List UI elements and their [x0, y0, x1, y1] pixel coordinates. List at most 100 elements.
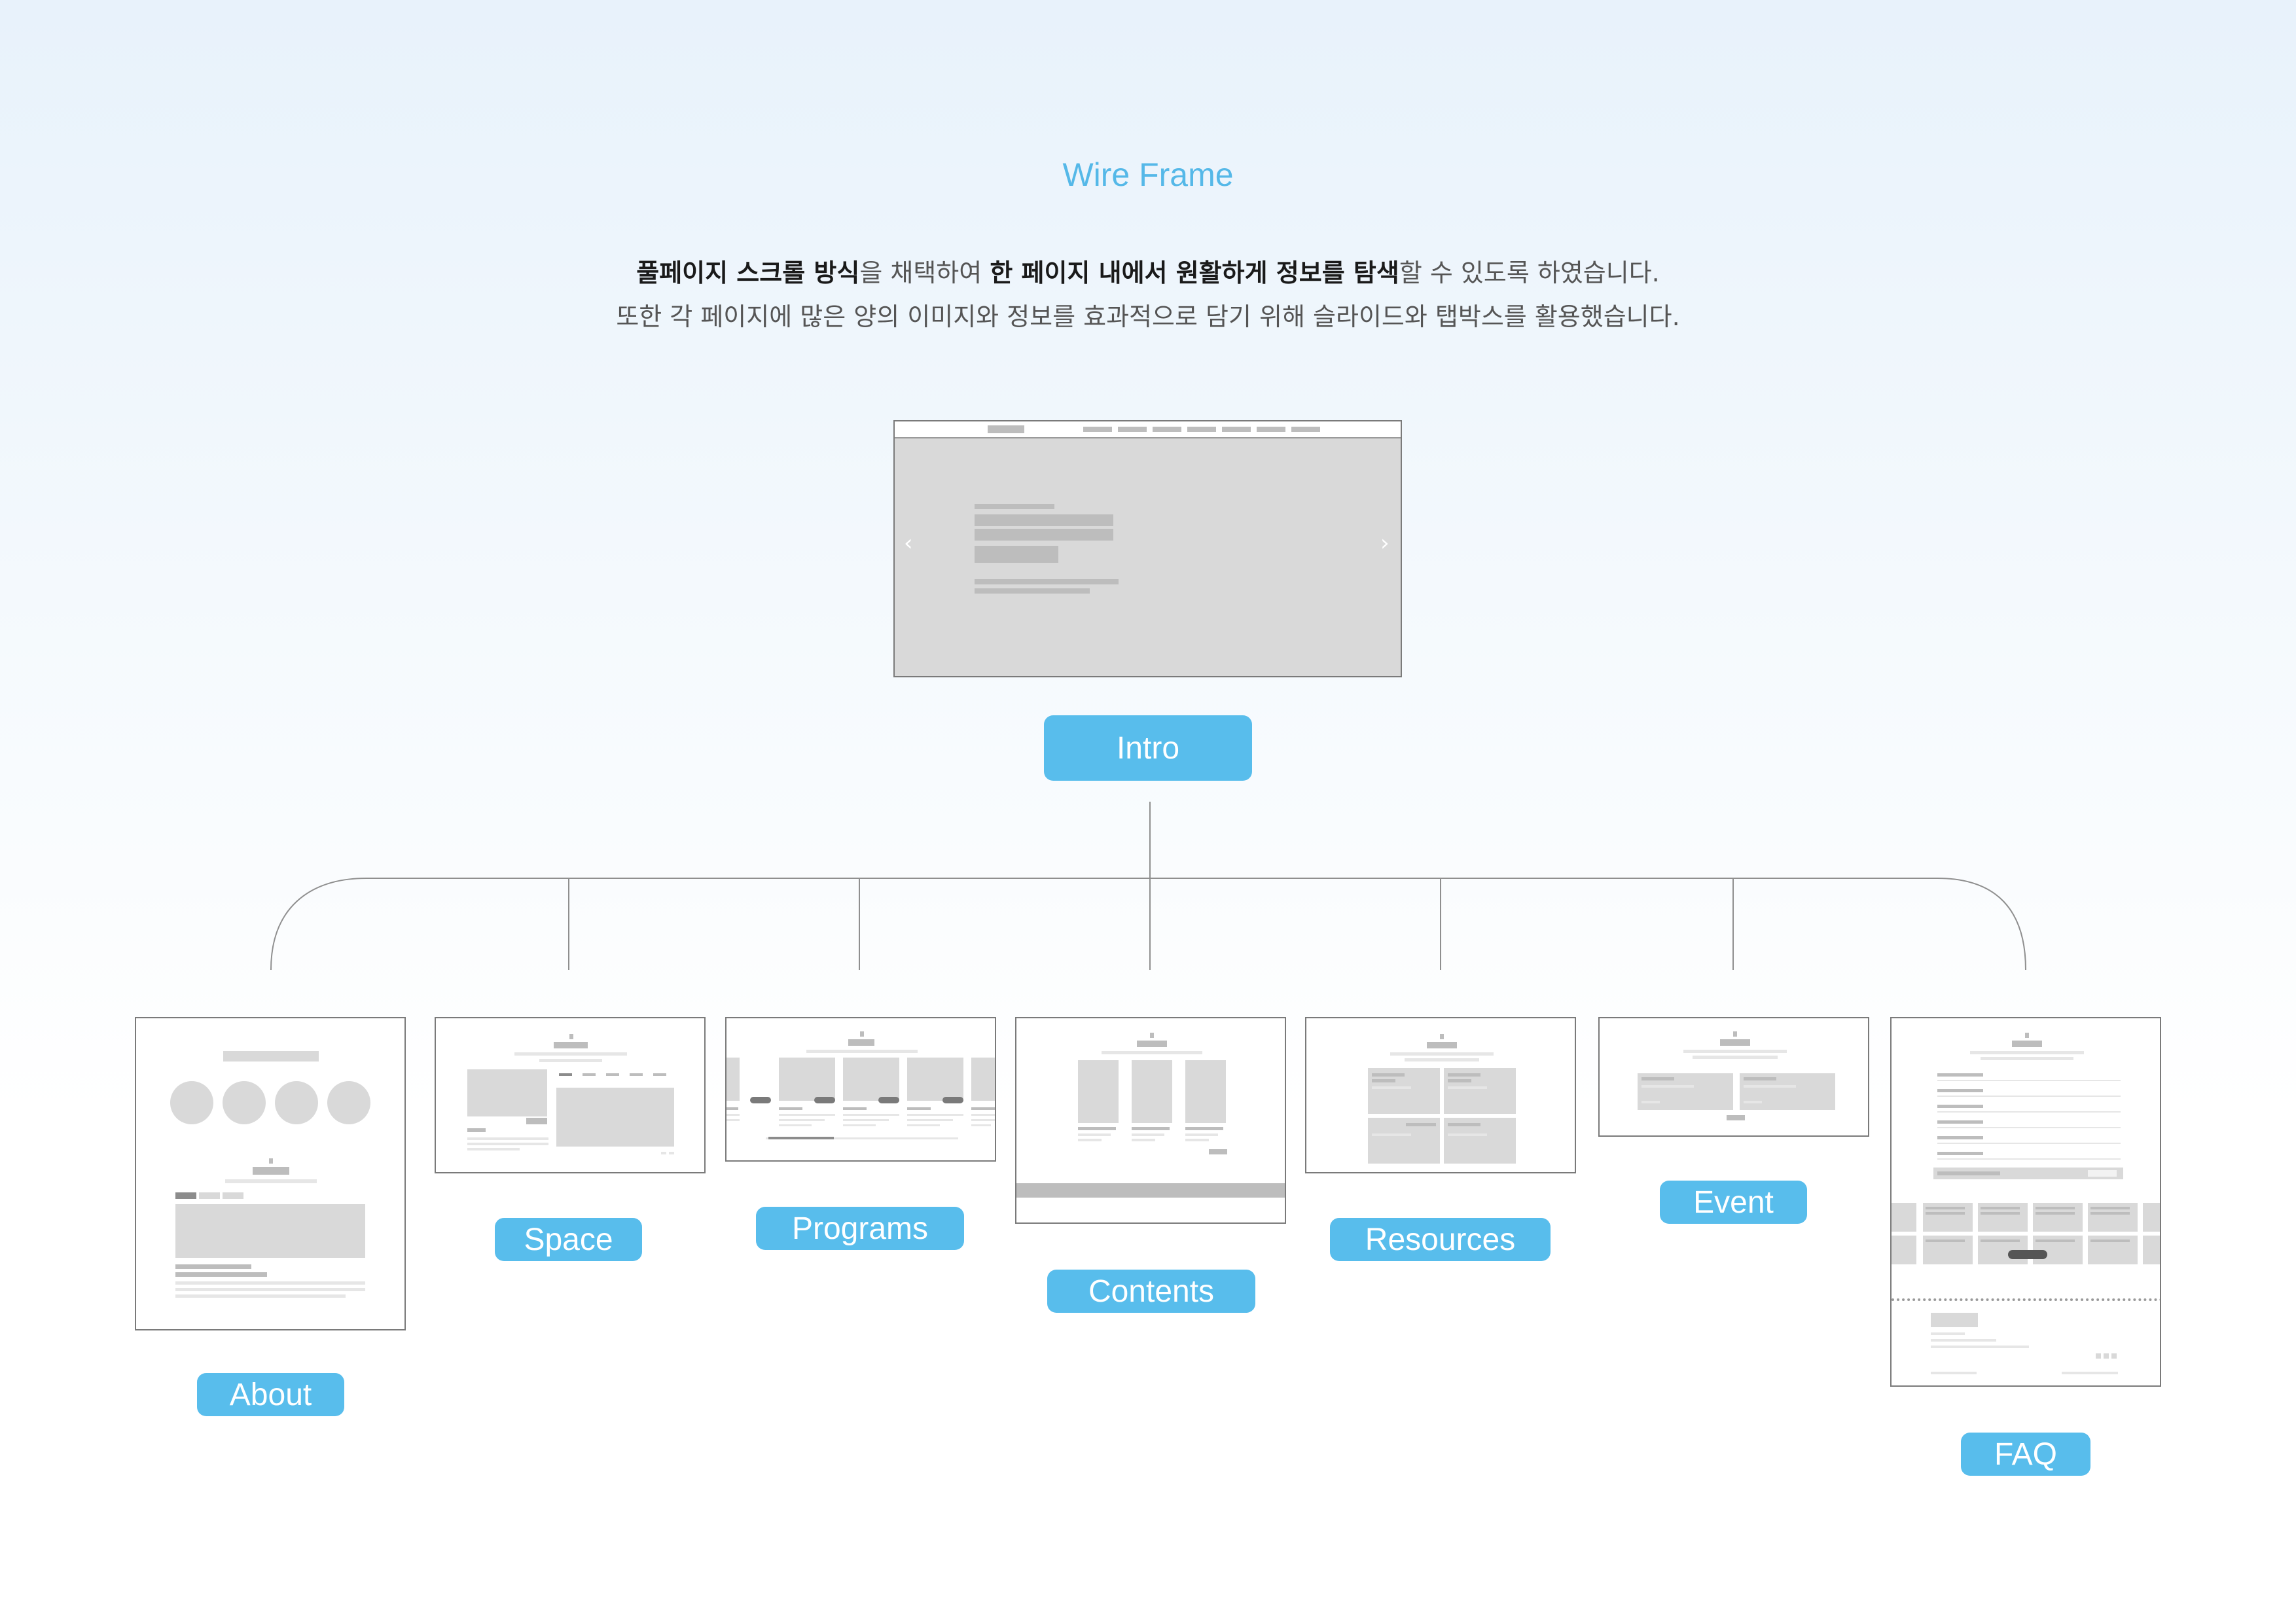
button-placeholder	[526, 1118, 547, 1124]
text-placeholder	[1448, 1086, 1487, 1089]
text-placeholder	[175, 1272, 267, 1277]
card-image-placeholder	[971, 1058, 995, 1101]
text-placeholder	[843, 1114, 899, 1116]
text-placeholder	[1931, 1339, 1996, 1342]
connector-bus	[270, 878, 2026, 971]
text-placeholder	[1937, 1171, 2000, 1175]
nav-placeholder	[1153, 427, 1181, 432]
logo-placeholder	[988, 425, 1024, 433]
text-placeholder	[467, 1128, 486, 1132]
text-placeholder	[1448, 1123, 1480, 1126]
text-placeholder	[1185, 1127, 1223, 1130]
text-placeholder	[971, 1107, 995, 1110]
heading-placeholder	[554, 1042, 588, 1048]
faq-question-placeholder	[1937, 1105, 1983, 1108]
text-placeholder	[1641, 1077, 1674, 1080]
text-placeholder	[1744, 1077, 1776, 1080]
heading-placeholder	[848, 1039, 874, 1046]
contents-wireframe	[1015, 1017, 1286, 1224]
text-placeholder	[843, 1107, 867, 1110]
text-placeholder	[907, 1107, 931, 1110]
search-bar-placeholder	[1933, 1168, 2123, 1179]
text-placeholder	[1926, 1240, 1965, 1242]
text-placeholder	[1372, 1073, 1405, 1077]
nav-placeholder	[1291, 427, 1320, 432]
faq-question-placeholder	[1937, 1152, 1983, 1155]
text-placeholder	[2090, 1207, 2130, 1209]
image-placeholder	[556, 1088, 674, 1147]
heading-placeholder	[1427, 1042, 1457, 1048]
card-placeholder	[1892, 1236, 1916, 1264]
button-placeholder	[1727, 1115, 1745, 1120]
text-placeholder	[2090, 1212, 2130, 1215]
node-intro-label: Intro	[1044, 715, 1252, 781]
text-placeholder	[2036, 1212, 2075, 1215]
tab-placeholder	[199, 1192, 220, 1199]
card-placeholder	[2143, 1203, 2160, 1232]
text-placeholder	[1132, 1133, 1164, 1136]
tab-placeholder	[175, 1192, 196, 1199]
heading-placeholder	[1137, 1041, 1167, 1047]
icon-placeholder	[1150, 1033, 1154, 1038]
text-placeholder	[1185, 1139, 1209, 1141]
icon-placeholder	[2096, 1353, 2101, 1359]
description-line-1: 풀페이지 스크롤 방식을 채택하여 한 페이지 내에서 원활하게 정보를 탐색할…	[0, 253, 2296, 289]
icon-placeholder	[1440, 1034, 1444, 1039]
text-placeholder	[1744, 1101, 1762, 1103]
description-line-2: 또한 각 페이지에 많은 양의 이미지와 정보를 효과적으로 담기 위해 슬라이…	[616, 302, 1680, 331]
text-placeholder	[1926, 1212, 1965, 1215]
nav-placeholder	[1222, 427, 1251, 432]
button-placeholder	[750, 1097, 771, 1103]
card-image-placeholder	[779, 1058, 835, 1101]
button-placeholder	[942, 1097, 963, 1103]
divider-placeholder	[1937, 1127, 2121, 1128]
card-image-placeholder	[907, 1058, 963, 1101]
text-placeholder	[1448, 1079, 1471, 1082]
text-placeholder	[467, 1148, 520, 1150]
card-image-placeholder	[1185, 1060, 1226, 1123]
button-placeholder	[1209, 1149, 1227, 1154]
tab-placeholder	[653, 1073, 666, 1076]
desc-emphasis-1: 풀페이지 스크롤 방식	[636, 259, 860, 287]
heading-placeholder	[975, 514, 1113, 526]
text-placeholder	[1185, 1133, 1218, 1136]
node-contents-label: Contents	[1047, 1270, 1255, 1313]
button-placeholder	[814, 1097, 835, 1103]
text-placeholder	[1981, 1212, 2020, 1215]
text-placeholder	[779, 1124, 812, 1126]
text-placeholder	[1931, 1372, 1977, 1374]
text-placeholder	[1926, 1207, 1965, 1209]
icon-placeholder	[1733, 1031, 1737, 1037]
faq-question-placeholder	[1937, 1136, 1983, 1139]
desc-emphasis-2: 한 페이지 내에서 원활하게 정보를 탐색	[990, 259, 1399, 287]
image-placeholder	[175, 1204, 365, 1258]
text-placeholder	[2036, 1207, 2075, 1209]
text-placeholder	[726, 1114, 740, 1116]
text-placeholder	[1693, 1056, 1778, 1059]
scrollbar-thumb-placeholder	[768, 1137, 834, 1139]
node-about-label: About	[197, 1373, 344, 1416]
text-placeholder	[514, 1052, 627, 1056]
text-placeholder	[175, 1294, 346, 1298]
text-placeholder	[726, 1107, 738, 1110]
text-placeholder	[175, 1288, 365, 1291]
text-placeholder	[1102, 1051, 1202, 1054]
pager-placeholder	[669, 1152, 674, 1154]
text-placeholder	[1132, 1127, 1170, 1130]
text-placeholder	[2062, 1372, 2118, 1374]
text-placeholder	[1405, 1058, 1479, 1061]
text-placeholder	[975, 504, 1054, 509]
text-placeholder	[1931, 1346, 2029, 1348]
divider-placeholder	[1937, 1111, 2121, 1113]
text-placeholder	[1078, 1133, 1111, 1136]
heading-placeholder	[975, 529, 1113, 541]
node-programs-label: Programs	[756, 1207, 964, 1250]
circle-placeholder	[327, 1081, 370, 1124]
circle-placeholder	[223, 1081, 266, 1124]
space-wireframe	[435, 1017, 706, 1173]
text-placeholder	[806, 1050, 918, 1053]
text-placeholder	[971, 1119, 995, 1121]
icon-placeholder	[269, 1158, 273, 1164]
nav-placeholder	[1257, 427, 1285, 432]
